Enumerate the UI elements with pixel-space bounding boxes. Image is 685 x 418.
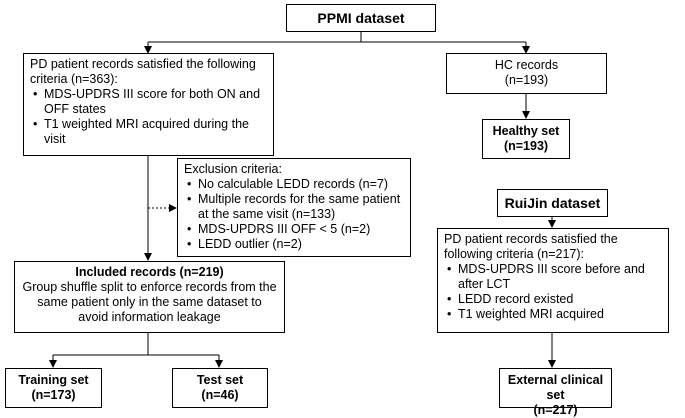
node-external-clinical-set: External clinical set (n=217) [499,368,612,417]
node-test-line1: Test set [196,373,244,387]
node-ppmi-label: PPMI dataset [317,10,405,26]
node-hc-records: HC records (n=193) [446,53,607,94]
node-included-title: Included records (n=219) [75,265,224,279]
node-healthy-set: Healthy set (n=193) [482,119,570,159]
node-test-line2: (n=46) [201,388,239,402]
node-external-line2: (n=217) [533,403,578,417]
node-pd-ppmi-list: MDS-UPDRS III score for both ON and OFF … [30,87,267,147]
node-ruijin-dataset: RuiJin dataset [497,189,608,217]
node-pd-ruijin-item: T1 weighted MRI acquired [447,307,662,322]
node-exclusion-criteria: Exclusion criteria: No calculable LEDD r… [177,158,411,257]
node-pd-ppmi: PD patient records satisfied the followi… [23,53,274,156]
node-included-body: Group shuffle split to enforce records f… [22,280,277,324]
node-exclusion-list: No calculable LEDD records (n=7) Multipl… [184,177,404,252]
node-external-line1: External clinical set [507,373,604,402]
node-ruijin-label: RuiJin dataset [504,195,601,211]
node-exclusion-item: LEDD outlier (n=2) [187,237,404,252]
node-training-set: Training set (n=173) [5,368,102,408]
node-exclusion-item: MDS-UPDRS III OFF < 5 (n=2) [187,222,404,237]
node-healthy-line1: Healthy set [492,124,560,138]
node-pd-ruijin-item: LEDD record existed [447,292,662,307]
node-training-line1: Training set [18,373,89,387]
node-test-set: Test set (n=46) [172,368,268,408]
node-exclusion-item: No calculable LEDD records (n=7) [187,177,404,192]
node-pd-ruijin-intro: PD patient records satisfied the followi… [444,232,618,261]
node-pd-ruijin-item: MDS-UPDRS III score before and after LCT [447,262,662,292]
node-pd-ruijin: PD patient records satisfied the followi… [437,228,669,333]
node-included-records: Included records (n=219) Group shuffle s… [14,261,285,333]
node-pd-ppmi-item: MDS-UPDRS III score for both ON and OFF … [33,87,267,117]
node-hc-line1: HC records [494,58,559,72]
node-healthy-line2: (n=193) [503,139,549,153]
node-pd-ppmi-intro: PD patient records satisfied the followi… [30,57,256,86]
node-hc-line2: (n=193) [504,73,549,87]
node-ppmi-dataset: PPMI dataset [286,4,436,32]
node-training-line2: (n=173) [31,388,76,402]
node-exclusion-title: Exclusion criteria: [184,162,282,176]
node-pd-ppmi-item: T1 weighted MRI acquired during the visi… [33,117,267,147]
node-pd-ruijin-list: MDS-UPDRS III score before and after LCT… [444,262,662,322]
node-exclusion-item: Multiple records for the same patient at… [187,192,404,222]
